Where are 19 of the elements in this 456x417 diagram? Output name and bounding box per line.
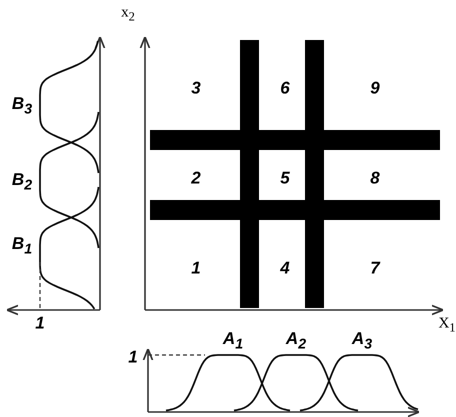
- tick-label: 1: [128, 348, 138, 366]
- set-label: A$_{2}$: [286, 330, 306, 352]
- axis-label: X$_{1}$: [438, 316, 456, 334]
- cell-number: 4: [280, 260, 290, 276]
- set-label: B$_{1}$: [12, 235, 32, 257]
- set-label: B$_{2}$: [12, 171, 32, 193]
- axis-label: x$_{2}$: [121, 5, 135, 23]
- tick-label: 1: [35, 314, 45, 332]
- cell-number: 3: [191, 80, 201, 96]
- cell-number: 9: [370, 80, 380, 96]
- cell-number: 7: [370, 260, 380, 276]
- cell-number: 8: [370, 170, 380, 186]
- cell-number: 2: [191, 170, 201, 186]
- set-label: A$_{1}$: [222, 330, 244, 352]
- cell-number: 1: [191, 260, 201, 276]
- cell-number: 5: [280, 170, 290, 186]
- set-label: A$_{3}$: [352, 330, 372, 352]
- set-label: B$_{3}$: [12, 95, 32, 117]
- cell-number: 6: [280, 80, 290, 96]
